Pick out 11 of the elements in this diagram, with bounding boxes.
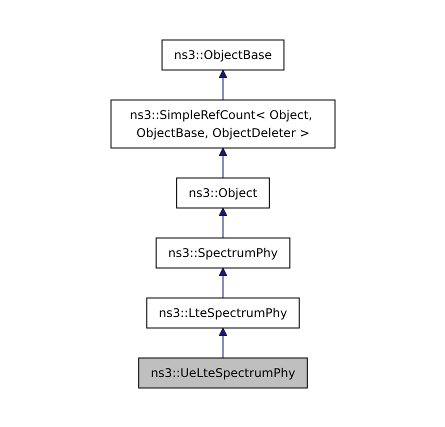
node-box: ns3::SpectrumPhy xyxy=(155,237,290,268)
node-box: ns3::SimpleRefCount< Object, ObjectBase, ObjectDeleter > xyxy=(110,99,335,148)
node-box: ns3::ObjectBase xyxy=(161,39,284,70)
node-box: ns3::UeLteSpectrumPhy xyxy=(138,357,308,388)
arrow xyxy=(218,147,227,178)
arrow xyxy=(218,69,227,100)
arrow xyxy=(218,267,227,298)
arrow xyxy=(218,327,227,358)
arrow xyxy=(218,207,227,238)
node-box: ns3::Object xyxy=(176,177,270,208)
node-box: ns3::LteSpectrumPhy xyxy=(146,297,300,328)
